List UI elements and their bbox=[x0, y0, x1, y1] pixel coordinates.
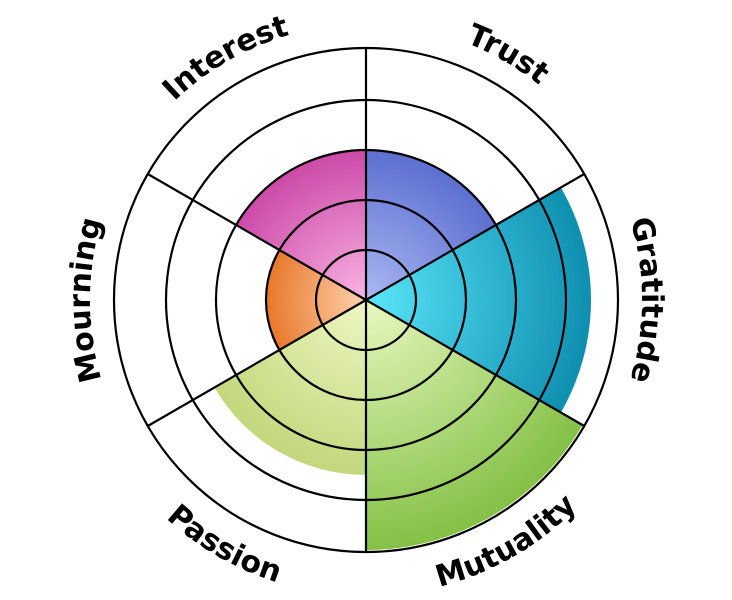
wedge-passion bbox=[214, 300, 366, 475]
category-label-trust: Trust bbox=[462, 18, 555, 92]
wedge-gratitude bbox=[366, 187, 592, 413]
wedge-mutuality bbox=[366, 300, 583, 550]
spoke bbox=[147, 299, 367, 427]
category-label-mourning: Mourning bbox=[63, 214, 109, 386]
category-label-passion: Passion bbox=[161, 498, 287, 590]
spoke bbox=[365, 173, 585, 301]
category-label-gratitude: Gratitude bbox=[623, 213, 669, 386]
spoke bbox=[365, 299, 585, 427]
spoke bbox=[147, 173, 367, 301]
